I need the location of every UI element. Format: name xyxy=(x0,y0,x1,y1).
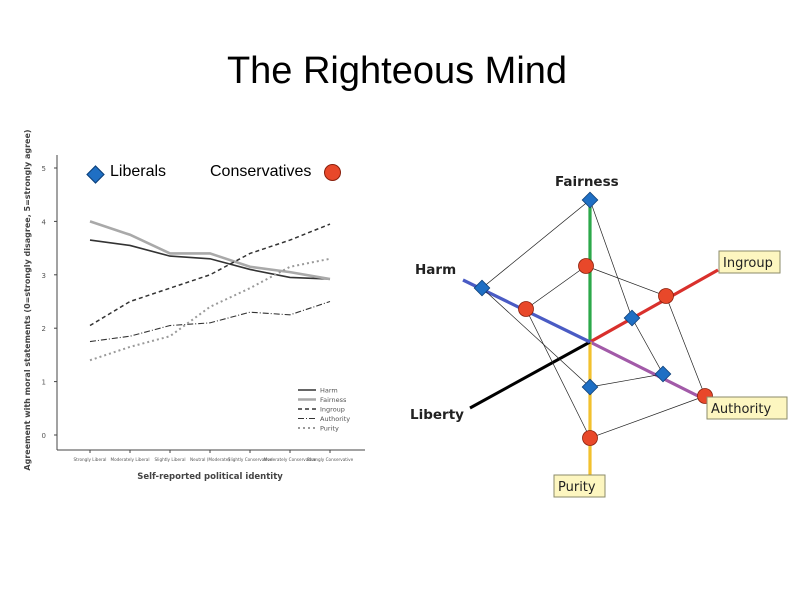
axis-label-harm: Harm xyxy=(415,262,456,278)
conservatives-profile-outline xyxy=(525,265,706,439)
x-tick-label: Slightly Liberal xyxy=(154,457,185,462)
y-tick-label: 5 xyxy=(42,165,46,173)
x-axis-label: Self-reported political identity xyxy=(137,472,283,482)
y-tick-label: 0 xyxy=(42,432,46,440)
axis-label-purity: Purity xyxy=(558,480,596,495)
conservatives-legend-marker xyxy=(324,164,341,181)
conservatives-point xyxy=(658,288,674,304)
liberals-point xyxy=(581,191,599,209)
axis-line-liberty xyxy=(469,340,591,410)
liberals-legend-label: Liberals xyxy=(110,163,167,180)
series-line-harm xyxy=(89,239,331,280)
axis-line-authority xyxy=(589,340,713,405)
liberals-point xyxy=(473,279,491,297)
conservatives-point xyxy=(578,258,594,274)
axis-label-liberty: Liberty xyxy=(410,407,464,423)
label-box-ingroup xyxy=(718,250,781,274)
x-tick-label: Moderately Liberal xyxy=(110,457,149,462)
legend-label-fairness: Fairness xyxy=(320,396,347,404)
conservatives-legend-label: Conservatives xyxy=(210,163,312,180)
liberals-point xyxy=(581,378,599,396)
axis-label-fairness: Fairness xyxy=(555,174,619,190)
y-tick-label: 1 xyxy=(42,379,46,387)
x-tick-label: Neutral (Moderate) xyxy=(190,457,230,462)
liberals-point xyxy=(623,309,641,327)
axis-label-authority: Authority xyxy=(711,402,771,417)
y-axis-label: Agreement with moral statements (0=stron… xyxy=(23,129,32,470)
legend-label-purity: Purity xyxy=(320,425,339,433)
series-line-ingroup xyxy=(89,223,331,327)
slide-title: The Righteous Mind xyxy=(226,50,568,92)
x-tick-label: Strongly Conservative xyxy=(307,457,354,462)
conservatives-point xyxy=(518,301,534,317)
x-tick-label: Slightly Conservative xyxy=(228,457,273,462)
axis-line-ingroup xyxy=(589,268,719,344)
axis-label-ingroup: Ingroup xyxy=(723,256,773,271)
liberals-profile-outline xyxy=(481,199,664,388)
y-tick-label: 4 xyxy=(42,218,47,226)
conservatives-point xyxy=(582,430,598,446)
x-tick-label: Moderately Conservative xyxy=(264,457,317,462)
liberals-point xyxy=(654,365,672,383)
y-tick-label: 3 xyxy=(42,272,46,280)
y-tick-label: 2 xyxy=(42,325,46,333)
legend-label-authority: Authority xyxy=(320,415,350,423)
label-box-authority xyxy=(706,396,788,420)
legend-label-harm: Harm xyxy=(320,387,338,395)
series-line-fairness xyxy=(89,220,331,281)
x-tick-label: Strongly Liberal xyxy=(74,457,107,462)
label-box-purity xyxy=(553,474,606,498)
series-line-authority xyxy=(89,300,331,343)
legend-label-ingroup: Ingroup xyxy=(320,406,345,414)
